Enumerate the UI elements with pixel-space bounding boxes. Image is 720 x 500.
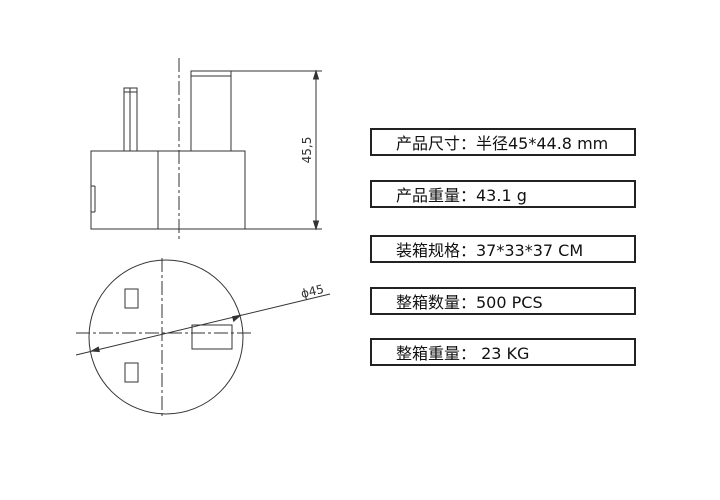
dim-arrow-diameter-left bbox=[89, 346, 100, 353]
spec-carton-size-text: 装箱规格：37*33*37 CM bbox=[396, 241, 584, 260]
height-dimension-label: 45,5 bbox=[300, 137, 314, 164]
dim-line-diameter bbox=[75, 293, 331, 356]
pin-hole-earth bbox=[191, 324, 233, 350]
plug-body bbox=[90, 150, 246, 230]
spec-size-text: 产品尺寸：半径45*44.8 mm bbox=[396, 134, 609, 153]
diameter-dimension-label: ϕ45 bbox=[299, 282, 325, 301]
spec-box-carton-quantity: 整箱数量：500 PCS bbox=[370, 287, 636, 315]
plug-face-circle bbox=[88, 259, 244, 415]
pin-hole-top bbox=[124, 288, 139, 309]
dim-arrow-top bbox=[312, 69, 320, 80]
spec-carton-weight-text: 整箱重量： 23 KG bbox=[396, 344, 530, 363]
dim-arrow-diameter-right bbox=[232, 314, 243, 323]
spec-box-carton-weight: 整箱重量： 23 KG bbox=[370, 338, 636, 366]
side-view bbox=[90, 58, 322, 242]
spec-weight-text: 产品重量：43.1 g bbox=[396, 186, 527, 205]
spec-box-weight: 产品重量：43.1 g bbox=[370, 180, 636, 208]
front-view bbox=[75, 258, 331, 418]
spec-box-size: 产品尺寸：半径45*44.8 mm bbox=[370, 128, 636, 156]
spec-box-carton-size: 装箱规格：37*33*37 CM bbox=[370, 235, 636, 263]
pin-hole-bottom bbox=[124, 362, 139, 383]
spec-carton-quantity-text: 整箱数量：500 PCS bbox=[396, 293, 543, 312]
dim-arrow-bottom bbox=[312, 220, 320, 231]
thick-pin bbox=[190, 70, 232, 152]
